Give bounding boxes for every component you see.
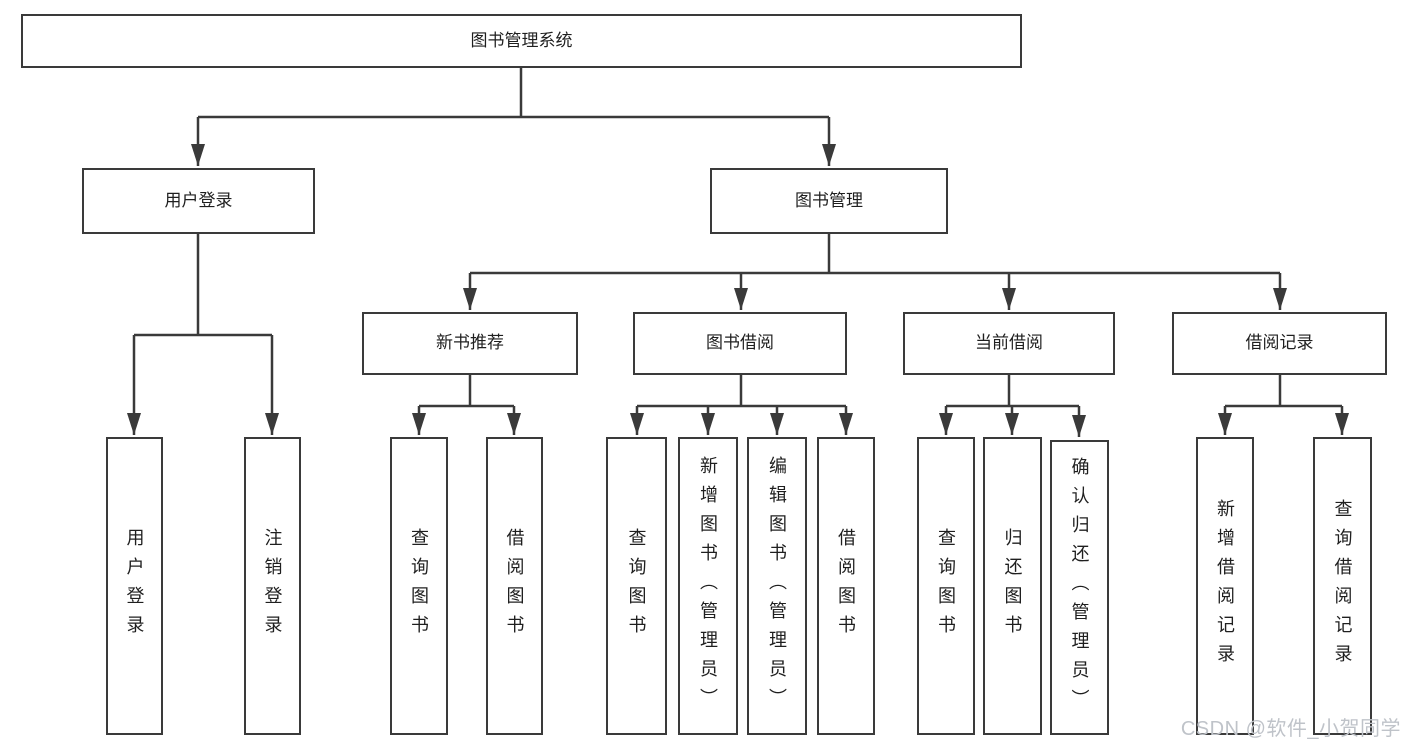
node-book-management: 图书管理 — [710, 168, 948, 234]
leaf-confirm-return-admin: 确认归还（管理员） — [1050, 440, 1109, 735]
leaf-query-books-borrow: 查询图书 — [606, 437, 667, 735]
leaf-borrow-books-recommend: 借阅图书 — [486, 437, 543, 735]
node-new-book-recommend: 新书推荐 — [362, 312, 578, 375]
node-borrow-records: 借阅记录 — [1172, 312, 1387, 375]
leaf-borrow-books: 借阅图书 — [817, 437, 875, 735]
leaf-query-books-recommend: 查询图书 — [390, 437, 448, 735]
csdn-watermark: CSDN @软件_小贺同学 — [1180, 718, 1401, 740]
node-current-borrowing: 当前借阅 — [903, 312, 1115, 375]
leaf-edit-books-admin: 编辑图书（管理员） — [747, 437, 807, 735]
node-user-login: 用户登录 — [82, 168, 315, 234]
node-library-management-system: 图书管理系统 — [21, 14, 1022, 68]
node-book-borrowing: 图书借阅 — [633, 312, 847, 375]
leaf-add-borrow-record: 新增借阅记录 — [1196, 437, 1254, 735]
leaf-user-login: 用户登录 — [106, 437, 163, 735]
leaf-query-borrow-record: 查询借阅记录 — [1313, 437, 1372, 735]
leaf-logout: 注销登录 — [244, 437, 301, 735]
leaf-return-books: 归还图书 — [983, 437, 1042, 735]
leaf-add-books-admin: 新增图书（管理员） — [678, 437, 738, 735]
leaf-query-books-current: 查询图书 — [917, 437, 975, 735]
